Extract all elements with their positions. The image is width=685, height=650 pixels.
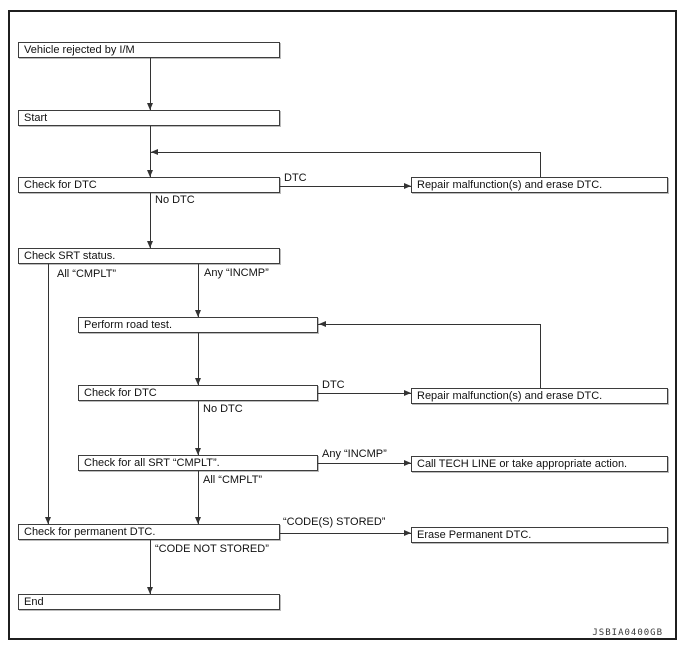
edge-label-code-not-stored: “CODE NOT STORED” — [155, 543, 269, 555]
node-perform-road-test: Perform road test. — [78, 317, 318, 333]
edge-label-no-dtc-1: No DTC — [155, 194, 195, 206]
arrowhead-left-icon — [319, 321, 326, 327]
connector-stored-to-erase — [280, 533, 411, 534]
arrowhead-down-icon — [195, 310, 201, 317]
arrowhead-left-icon — [151, 149, 158, 155]
node-vehicle-rejected: Vehicle rejected by I/M — [18, 42, 280, 58]
arrowhead-right-icon — [404, 183, 411, 189]
connector-checkdtc2-to-allsrt — [198, 401, 199, 455]
edge-label-codes-stored: “CODE(S) STORED” — [283, 516, 386, 528]
node-check-dtc-2: Check for DTC — [78, 385, 318, 401]
node-check-all-srt-cmplt: Check for all SRT “CMPLT”. — [78, 455, 318, 471]
connector-allcmplt-to-permanent — [48, 264, 49, 524]
arrowhead-down-icon — [195, 517, 201, 524]
connector-allsrt-to-permanent — [198, 471, 199, 524]
edge-label-all-cmplt-1: All “CMPLT” — [57, 268, 117, 280]
edge-label-all-cmplt-2: All “CMPLT” — [203, 474, 263, 486]
edge-label-any-incmp-2: Any “INCMP” — [322, 448, 387, 460]
edge-label-dtc-1: DTC — [284, 172, 307, 184]
node-start: Start — [18, 110, 280, 126]
edge-label-no-dtc-2: No DTC — [203, 403, 243, 415]
arrowhead-down-icon — [147, 587, 153, 594]
node-repair-erase-dtc-2: Repair malfunction(s) and erase DTC. — [411, 388, 668, 404]
connector-incmp-to-techline — [318, 463, 411, 464]
node-end: End — [18, 594, 280, 610]
edge-label-any-incmp-1: Any “INCMP” — [204, 267, 269, 279]
node-erase-permanent-dtc: Erase Permanent DTC. — [411, 527, 668, 543]
node-check-permanent-dtc: Check for permanent DTC. — [18, 524, 280, 540]
arrowhead-down-icon — [147, 170, 153, 177]
node-repair-erase-dtc-1: Repair malfunction(s) and erase DTC. — [411, 177, 668, 193]
connector-vehicle-to-start — [150, 58, 151, 110]
connector-dtc2-to-repair2 — [318, 393, 411, 394]
figure-code-watermark: JSBIA0400GB — [592, 628, 663, 638]
arrowhead-right-icon — [404, 530, 411, 536]
arrowhead-down-icon — [147, 241, 153, 248]
connector-start-to-checkdtc1 — [150, 126, 151, 177]
connector-dtc1-to-repair1 — [280, 186, 411, 187]
arrowhead-down-icon — [45, 517, 51, 524]
arrowhead-down-icon — [195, 378, 201, 385]
connector-repair1-return — [150, 152, 540, 153]
node-check-srt-status: Check SRT status. — [18, 248, 280, 264]
connector-roadtest-to-checkdtc2 — [198, 333, 199, 385]
connector-return1-drop — [540, 152, 541, 177]
arrowhead-down-icon — [195, 448, 201, 455]
edge-label-dtc-2: DTC — [322, 379, 345, 391]
node-check-dtc-1: Check for DTC — [18, 177, 280, 193]
connector-repair2-return — [318, 324, 540, 325]
connector-permanent-to-end — [150, 540, 151, 594]
connector-return2-drop — [540, 324, 541, 388]
connector-srt-to-roadtest — [198, 264, 199, 317]
connector-checkdtc1-to-srt — [150, 193, 151, 248]
diagram-border — [8, 10, 677, 640]
arrowhead-down-icon — [147, 103, 153, 110]
arrowhead-right-icon — [404, 460, 411, 466]
node-call-tech-line: Call TECH LINE or take appropriate actio… — [411, 456, 668, 472]
arrowhead-right-icon — [404, 390, 411, 396]
